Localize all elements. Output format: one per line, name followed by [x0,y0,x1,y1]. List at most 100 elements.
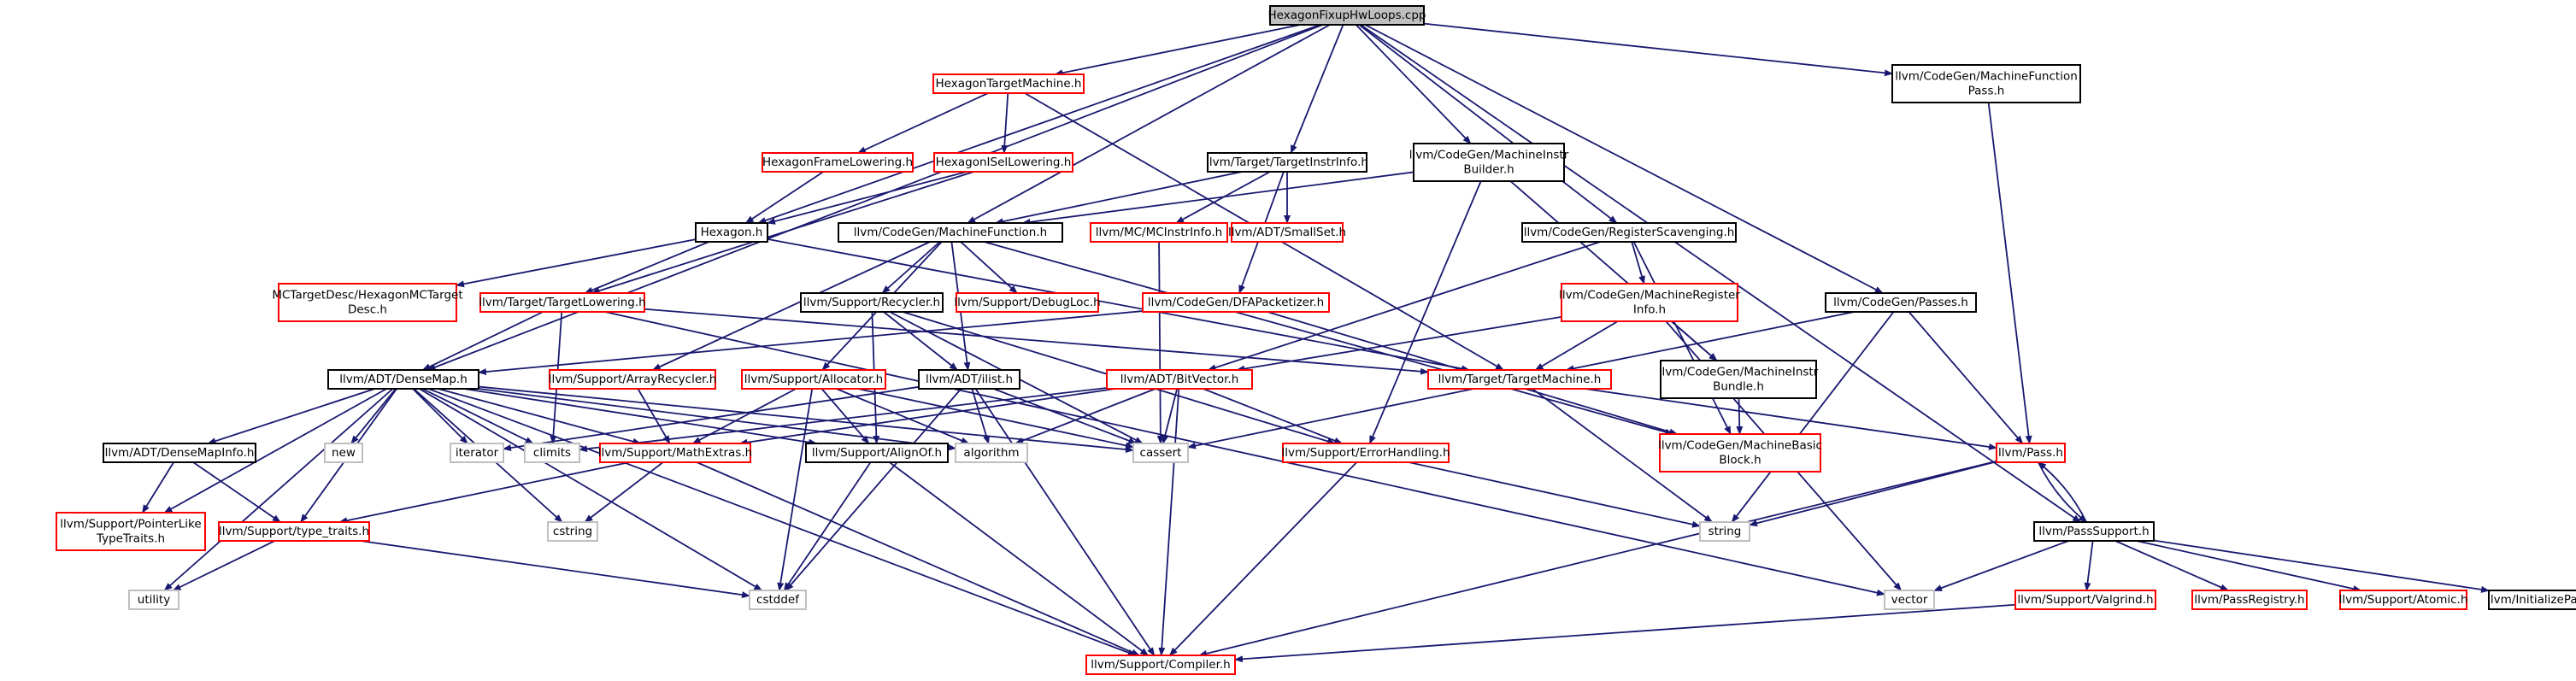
edge-root-to-passes [1364,24,1884,294]
node-ar[interactable]: llvm/Support/ArrayRecycler.h [549,369,717,390]
edge-tii-to-mf [994,171,1243,226]
node-dl[interactable]: llvm/Support/DebugLoc.h [954,292,1101,313]
node-algorithm-label: algorithm [963,446,1019,460]
edge-dfa-to-dm [478,310,1144,376]
node-cstddef-label: cstddef [756,593,800,607]
node-cassert-box [1132,443,1189,463]
node-ip[interactable]: llvm/InitializePasses.h [2487,590,2576,610]
node-passes[interactable]: llvm/CodeGen/Passes.h [1825,292,1977,313]
edge-tl-to-dm [421,311,544,371]
node-comp[interactable]: llvm/Support/Compiler.h [1085,655,1236,675]
node-bv[interactable]: llvm/ADT/BitVector.h [1106,369,1253,390]
node-dm-label: llvm/ADT/DenseMap.h [339,373,468,386]
node-tii[interactable]: llvm/Target/TargetInstrInfo.h [1206,152,1368,173]
node-alloc[interactable]: llvm/Support/Allocator.h [741,369,886,390]
node-me[interactable]: llvm/Support/MathExtras.h [598,443,752,463]
edge-mf-to-mbb [984,241,1674,436]
node-pass[interactable]: llvm/Pass.h [1996,443,2066,463]
node-climits-box [524,443,580,463]
node-rec[interactable]: llvm/Support/Recycler.h [800,292,944,313]
edge-tl-to-vector [604,311,1885,596]
node-hex-label: Hexagon.h [701,226,763,239]
node-eh-label: llvm/Support/ErrorHandling.h [1281,446,1450,460]
edge-dm-to-cstddef [419,388,763,591]
node-passes-label: llvm/CodeGen/Passes.h [1833,296,1968,309]
edge-me-to-comp [696,461,1140,656]
node-new-label: new [332,446,356,460]
node-valgrind-box [2014,590,2156,610]
node-rs[interactable]: llvm/CodeGen/RegisterScavenging.h [1521,222,1737,243]
node-dfa[interactable]: llvm/CodeGen/DFAPacketizer.h [1142,292,1330,313]
node-hex[interactable]: Hexagon.h [695,222,768,243]
edge-ps-to-ip [2153,539,2490,593]
node-tl[interactable]: llvm/Target/TargetLowering.h [479,292,646,313]
edge-bv-to-cassert [1162,388,1179,444]
node-mcii-box [1090,222,1228,243]
node-mfp-label: Pass.h [1968,85,2005,98]
node-eh[interactable]: llvm/Support/ErrorHandling.h [1281,443,1450,463]
node-tm[interactable]: llvm/Target/TargetMachine.h [1427,369,1612,390]
edge-ps-to-atomic [2136,540,2362,592]
edge-me-to-tt [338,461,630,525]
edge-dm-to-alignof [463,388,818,446]
node-htm-label: HexagonTargetMachine.h [936,77,1082,91]
edge-mf-to-dl [960,241,1018,294]
node-mf-label: llvm/CodeGen/MachineFunction.h [854,226,1047,239]
edge-hisl-to-hex [767,171,967,225]
node-ss[interactable]: llvm/ADT/SmallSet.h [1228,222,1346,243]
node-ps-label: llvm/PassSupport.h [2038,525,2149,538]
node-vector: vector [1884,590,1935,610]
edge-root-to-hex [757,24,1321,224]
node-tt[interactable]: llvm/Support/type_traits.h [218,521,370,542]
edge-root-to-ps [1360,24,2081,523]
edge-dmi-to-tt [192,461,281,523]
edge-tm-to-cassert [1187,388,1474,449]
node-mf[interactable]: llvm/CodeGen/MachineFunction.h [838,222,1063,243]
node-hisl[interactable]: HexagonISelLowering.h [933,152,1073,173]
node-eh-box [1282,443,1450,463]
node-mbb-label: Block.h [1719,454,1761,467]
node-alignof-label: llvm/Support/AlignOf.h [812,446,942,460]
node-ilist[interactable]: llvm/ADT/ilist.h [918,369,1020,390]
node-root[interactable]: HexagonFixupHwLoops.cpp [1268,5,1426,26]
edge-alignof-to-cstddef [783,461,872,591]
node-algorithm-box [955,443,1028,463]
edge-bv-to-comp [1158,388,1180,656]
node-hfl[interactable]: HexagonFrameLowering.h [762,152,914,173]
node-dm[interactable]: llvm/ADT/DenseMap.h [327,369,479,390]
node-cstring-label: cstring [553,525,592,538]
node-rs-box [1521,222,1737,243]
node-atomic[interactable]: llvm/Support/Atomic.h [2339,590,2468,610]
edge-htm-to-hisl [1001,92,1009,154]
node-ps[interactable]: llvm/PassSupport.h [2033,521,2155,542]
node-new-box [324,443,363,463]
node-mcii[interactable]: llvm/MC/MCInstrInfo.h [1090,222,1228,243]
edge-dm-to-climits [421,388,534,444]
node-mibundle-box [1660,360,1817,399]
node-pltt-box [56,512,206,551]
edge-rec-to-ilist [883,311,958,371]
node-mri-label: llvm/CodeGen/MachineRegister [1559,289,1740,302]
node-rs-label: llvm/CodeGen/RegisterScavenging.h [1524,226,1735,239]
node-mri-label: Info.h [1633,303,1666,317]
node-htm[interactable]: HexagonTargetMachine.h [932,73,1085,94]
node-alignof[interactable]: llvm/Support/AlignOf.h [805,443,949,463]
node-vector-label: vector [1891,593,1928,607]
node-pr[interactable]: llvm/PassRegistry.h [2191,590,2308,610]
node-comp-label: llvm/Support/Compiler.h [1091,658,1230,672]
node-dmi[interactable]: llvm/ADT/DenseMapInfo.h [103,443,256,463]
edge-tm-to-pass [1585,388,1997,450]
node-dfa-label: llvm/CodeGen/DFAPacketizer.h [1148,296,1324,309]
node-cstring-box [547,521,598,542]
edge-dm-to-utility [163,388,394,591]
node-valgrind[interactable]: llvm/Support/Valgrind.h [2014,590,2156,610]
node-bv-box [1106,369,1253,390]
